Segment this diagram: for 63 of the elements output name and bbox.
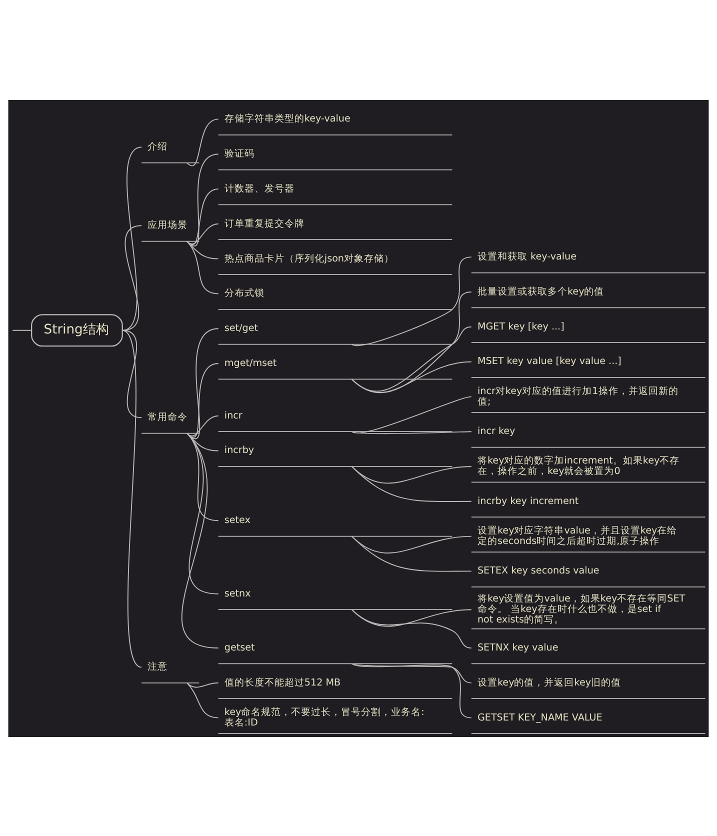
node-text: 热点商品卡片（序列化json对象存储） xyxy=(224,252,394,264)
node-text: incrby xyxy=(224,444,254,456)
node-text: 计数器、发号器 xyxy=(224,182,294,194)
node-text: 批量设置或获取多个key的值 xyxy=(477,286,604,297)
connector xyxy=(182,432,219,648)
node-text: mget/mset xyxy=(224,357,277,368)
connector xyxy=(186,153,219,246)
connector xyxy=(186,240,219,259)
connector xyxy=(122,329,142,668)
connector xyxy=(122,329,142,418)
connector xyxy=(186,240,219,294)
node-text: incr对key对应的值进行加1操作，并返回新的值; xyxy=(477,385,678,407)
node-text: 介绍 xyxy=(148,141,168,152)
connector xyxy=(186,682,219,718)
connector xyxy=(351,608,472,626)
connector xyxy=(351,662,472,683)
node-text: 常用命令 xyxy=(148,412,188,423)
node-text: 注意 xyxy=(148,661,168,672)
node-text: setnx xyxy=(224,588,251,599)
connector xyxy=(12,329,32,330)
node-text: setex xyxy=(224,514,250,526)
node-text: SETEX key seconds value xyxy=(477,565,600,576)
connector xyxy=(351,396,472,433)
node-text: MGET key [key ...] xyxy=(477,320,564,332)
node-text: 设置和获取 key-value xyxy=(477,251,577,262)
connector xyxy=(351,430,472,434)
node-text: set/get xyxy=(224,322,258,334)
connector xyxy=(351,326,472,392)
node-text: 将key设置值为value，如果key不存在等同SET命令。 当key存在时什么也不做，是set if not exists的简写。 xyxy=(477,593,686,626)
connector xyxy=(351,608,472,648)
node-text: incr key xyxy=(477,426,516,437)
node-text: GETSET KEY_NAME VALUE xyxy=(477,712,602,723)
node-text: getset xyxy=(224,642,255,653)
node-text: 设置key的值，并返回key旧的值 xyxy=(477,676,622,688)
node-text: 设置key对应字符串value，并且设置key在给定的seconds时间之后超时过期,原子操作 xyxy=(477,525,678,546)
node-text: MSET key value [key value ...] xyxy=(477,356,622,367)
node-text: 值的长度不能超过512 MB xyxy=(224,676,341,688)
connector xyxy=(351,360,472,392)
connector xyxy=(186,118,219,166)
connector xyxy=(351,256,472,346)
connector xyxy=(186,362,219,437)
connector xyxy=(186,222,219,244)
node-text: incr xyxy=(224,410,242,421)
connector xyxy=(351,466,472,502)
connector xyxy=(186,188,219,244)
node-text: 订单重复提交令牌 xyxy=(224,218,304,229)
node-text: incrby key increment xyxy=(477,495,579,506)
node-text: 验证码 xyxy=(224,148,254,160)
connector xyxy=(122,146,142,330)
connector xyxy=(351,535,472,572)
node-text: 分布式锁 xyxy=(224,288,264,299)
connector xyxy=(186,414,219,436)
connector xyxy=(351,662,472,718)
node-text: 存储字符串类型的key-value xyxy=(224,113,350,124)
node-text: 应用场景 xyxy=(148,220,188,231)
node-text: 将key对应的数字加increment。如果key不存在，操作之前，key就会被置为0 xyxy=(477,455,680,477)
node-text: key命名规范，不要过长，冒号分割，业务名:表名:ID xyxy=(224,706,424,728)
connector xyxy=(351,291,472,392)
node-box: String结构 xyxy=(31,314,123,346)
node-text: SETNX key value xyxy=(477,642,558,653)
connector xyxy=(122,224,142,330)
connector xyxy=(186,328,219,438)
connector xyxy=(186,682,219,688)
